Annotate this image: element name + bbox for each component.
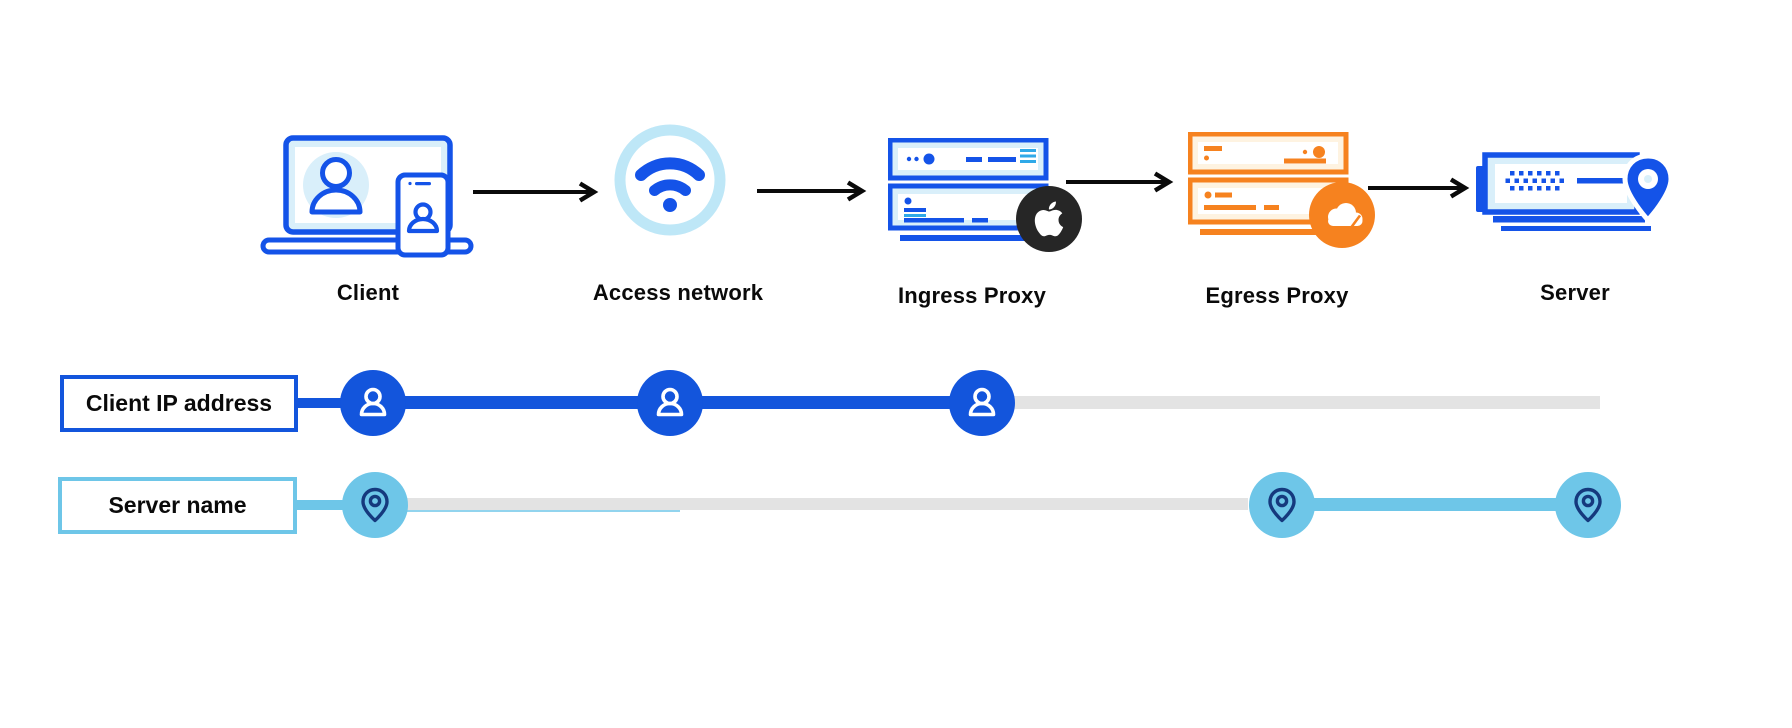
user-icon bbox=[968, 387, 996, 417]
node-label-server: Server bbox=[1540, 280, 1610, 305]
right-arrow-icon bbox=[1368, 177, 1470, 199]
server-name-marker-client bbox=[342, 472, 408, 538]
user-icon bbox=[359, 387, 387, 417]
server-name-label-box: Server name bbox=[58, 477, 297, 534]
node-label-client: Client bbox=[336, 280, 400, 305]
client-ip-marker-ingress-proxy bbox=[949, 370, 1015, 436]
client-ip-marker-client bbox=[340, 370, 406, 436]
user-icon bbox=[656, 387, 684, 417]
server-stack-icon bbox=[1188, 132, 1356, 235]
server-name-visible-track bbox=[1282, 498, 1588, 511]
label-connector bbox=[294, 500, 349, 510]
server-name-hidden-track bbox=[404, 498, 1248, 510]
client-ip-address-label: Client IP address bbox=[85, 390, 273, 416]
wifi-icon bbox=[614, 124, 726, 236]
location-pin-icon bbox=[1268, 487, 1296, 523]
server-name-marker-egress-proxy bbox=[1249, 472, 1315, 538]
server-name-track-underline bbox=[404, 510, 680, 512]
cloudflare-logo-badge bbox=[1309, 182, 1375, 248]
server-name-label: Server name bbox=[108, 492, 247, 518]
right-arrow-icon bbox=[1066, 171, 1174, 193]
laptop-phone-user-icon bbox=[260, 135, 474, 258]
right-arrow-icon bbox=[757, 180, 867, 202]
location-pin-icon bbox=[361, 487, 389, 523]
label-connector bbox=[294, 398, 349, 408]
right-arrow-icon bbox=[473, 181, 599, 203]
node-label-egress-proxy: Egress Proxy bbox=[1205, 283, 1349, 308]
dot-grid bbox=[1505, 171, 1564, 191]
server-name-marker-server bbox=[1555, 472, 1621, 538]
location-pin-icon bbox=[1574, 487, 1602, 523]
node-label-ingress-proxy: Ingress Proxy bbox=[897, 283, 1047, 308]
client-ip-marker-access-network bbox=[637, 370, 703, 436]
client-ip-hidden-track bbox=[982, 396, 1600, 409]
apple-logo-badge bbox=[1016, 186, 1082, 252]
node-label-access-network: Access network bbox=[592, 280, 764, 305]
server-location-icon bbox=[1476, 152, 1674, 231]
client-ip-address-label-box: Client IP address bbox=[60, 375, 298, 432]
